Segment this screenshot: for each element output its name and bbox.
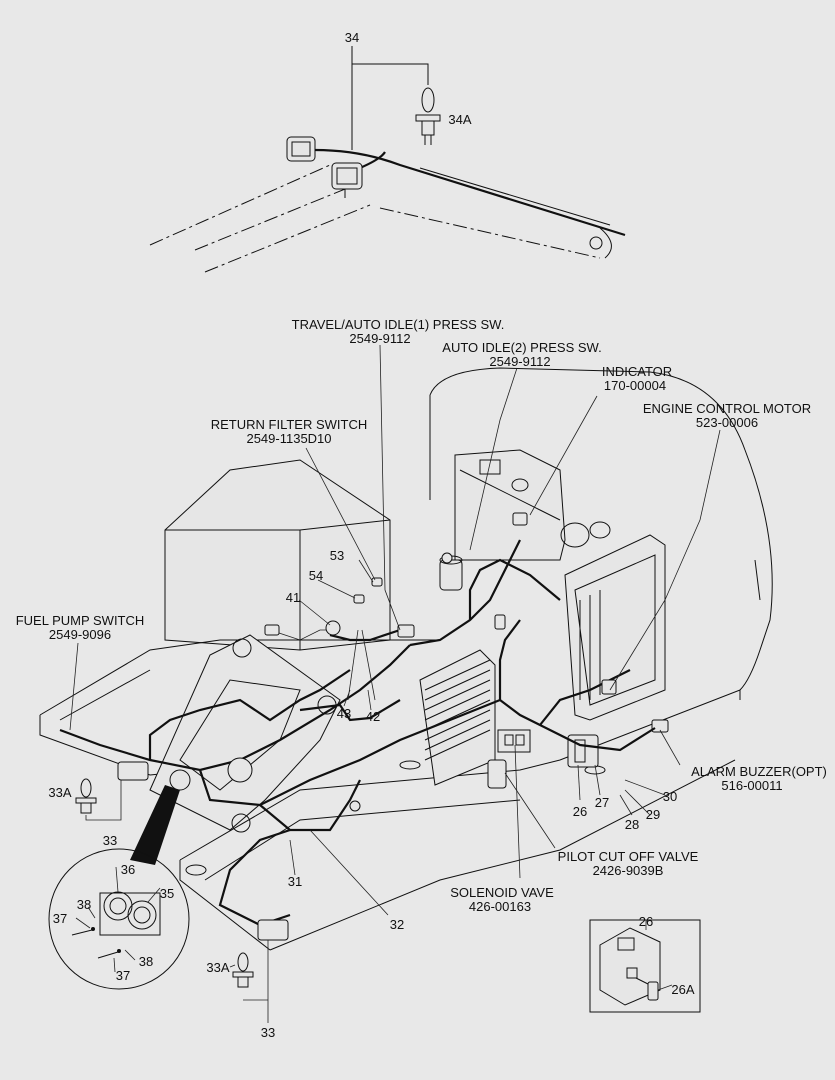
label-return-filter-switch-part: 2549-1135D10: [246, 431, 331, 446]
label-engine-control-motor-part: 523-00006: [696, 415, 758, 430]
front-lamp-right: [257, 919, 289, 941]
label-solenoid-valve-part: 426-00163: [469, 899, 531, 914]
item-33-bottom: 33: [261, 1025, 275, 1040]
item-53: 53: [330, 548, 344, 563]
item-33a-bottom: 33A: [206, 960, 229, 975]
item-42: 42: [366, 709, 380, 724]
item-numbers: 34 34A 53 54 41 43 42 33A 33 36 35 38 37…: [48, 30, 694, 1040]
boom-lamp-right: [331, 162, 363, 190]
boom-drawing: [149, 46, 626, 273]
item-28: 28: [625, 817, 639, 832]
item-38-a: 38: [77, 897, 91, 912]
label-pilot-cut-off-valve-name: PILOT CUT OFF VALVE: [558, 849, 699, 864]
label-travel-auto-idle1-part: 2549-9112: [349, 331, 410, 346]
label-engine-control-motor-name: ENGINE CONTROL MOTOR: [643, 401, 811, 416]
label-indicator-name: INDICATOR: [602, 364, 672, 379]
lamp-detail-circle: [48, 785, 190, 990]
label-indicator-part: 170-00004: [604, 378, 666, 393]
item-30: 30: [663, 789, 677, 804]
item-34: 34: [345, 30, 359, 45]
item-29: 29: [646, 807, 660, 822]
label-fuel-pump-switch-name: FUEL PUMP SWITCH: [16, 613, 145, 628]
item-26a: 26A: [671, 982, 694, 997]
callout-labels: TRAVEL/AUTO IDLE(1) PRESS SW. 2549-9112 …: [16, 317, 827, 914]
label-auto-idle2-part: 2549-9112: [489, 354, 550, 369]
label-travel-auto-idle1-name: TRAVEL/AUTO IDLE(1) PRESS SW.: [292, 317, 505, 332]
bulb-33a-bottom: [232, 952, 254, 988]
item-26-inset: 26: [639, 914, 653, 929]
item-37-b: 37: [116, 968, 130, 983]
bulb-34a: [415, 87, 441, 145]
item-32: 32: [390, 917, 404, 932]
item-54: 54: [309, 568, 323, 583]
relay-inset-box: [589, 919, 701, 1013]
item-35: 35: [160, 886, 174, 901]
label-pilot-cut-off-valve-part: 2426-9039B: [593, 863, 664, 878]
item-38-b: 38: [139, 954, 153, 969]
boom-lamp-left: [286, 136, 316, 162]
item-33-top: 33: [103, 833, 117, 848]
leader-lines: [69, 344, 721, 1023]
item-34a: 34A: [448, 112, 471, 127]
label-return-filter-switch-name: RETURN FILTER SWITCH: [211, 417, 367, 432]
item-26: 26: [573, 804, 587, 819]
label-alarm-buzzer-part: 516-00011: [721, 778, 782, 793]
item-33a-top: 33A: [48, 785, 71, 800]
label-solenoid-valve-name: SOLENOID VAVE: [450, 885, 554, 900]
chassis-drawing: [39, 367, 773, 951]
item-27: 27: [595, 795, 609, 810]
label-fuel-pump-switch-part: 2549-9096: [49, 627, 111, 642]
item-37-a: 37: [53, 911, 67, 926]
label-auto-idle2-name: AUTO IDLE(2) PRESS SW.: [442, 340, 601, 355]
label-alarm-buzzer-name: ALARM BUZZER(OPT): [691, 764, 827, 779]
bulb-33a-top: [75, 778, 97, 814]
item-43: 43: [337, 706, 351, 721]
item-41: 41: [286, 590, 300, 605]
item-36: 36: [121, 862, 135, 877]
item-31: 31: [288, 874, 302, 889]
front-lamp-left: [117, 761, 149, 781]
